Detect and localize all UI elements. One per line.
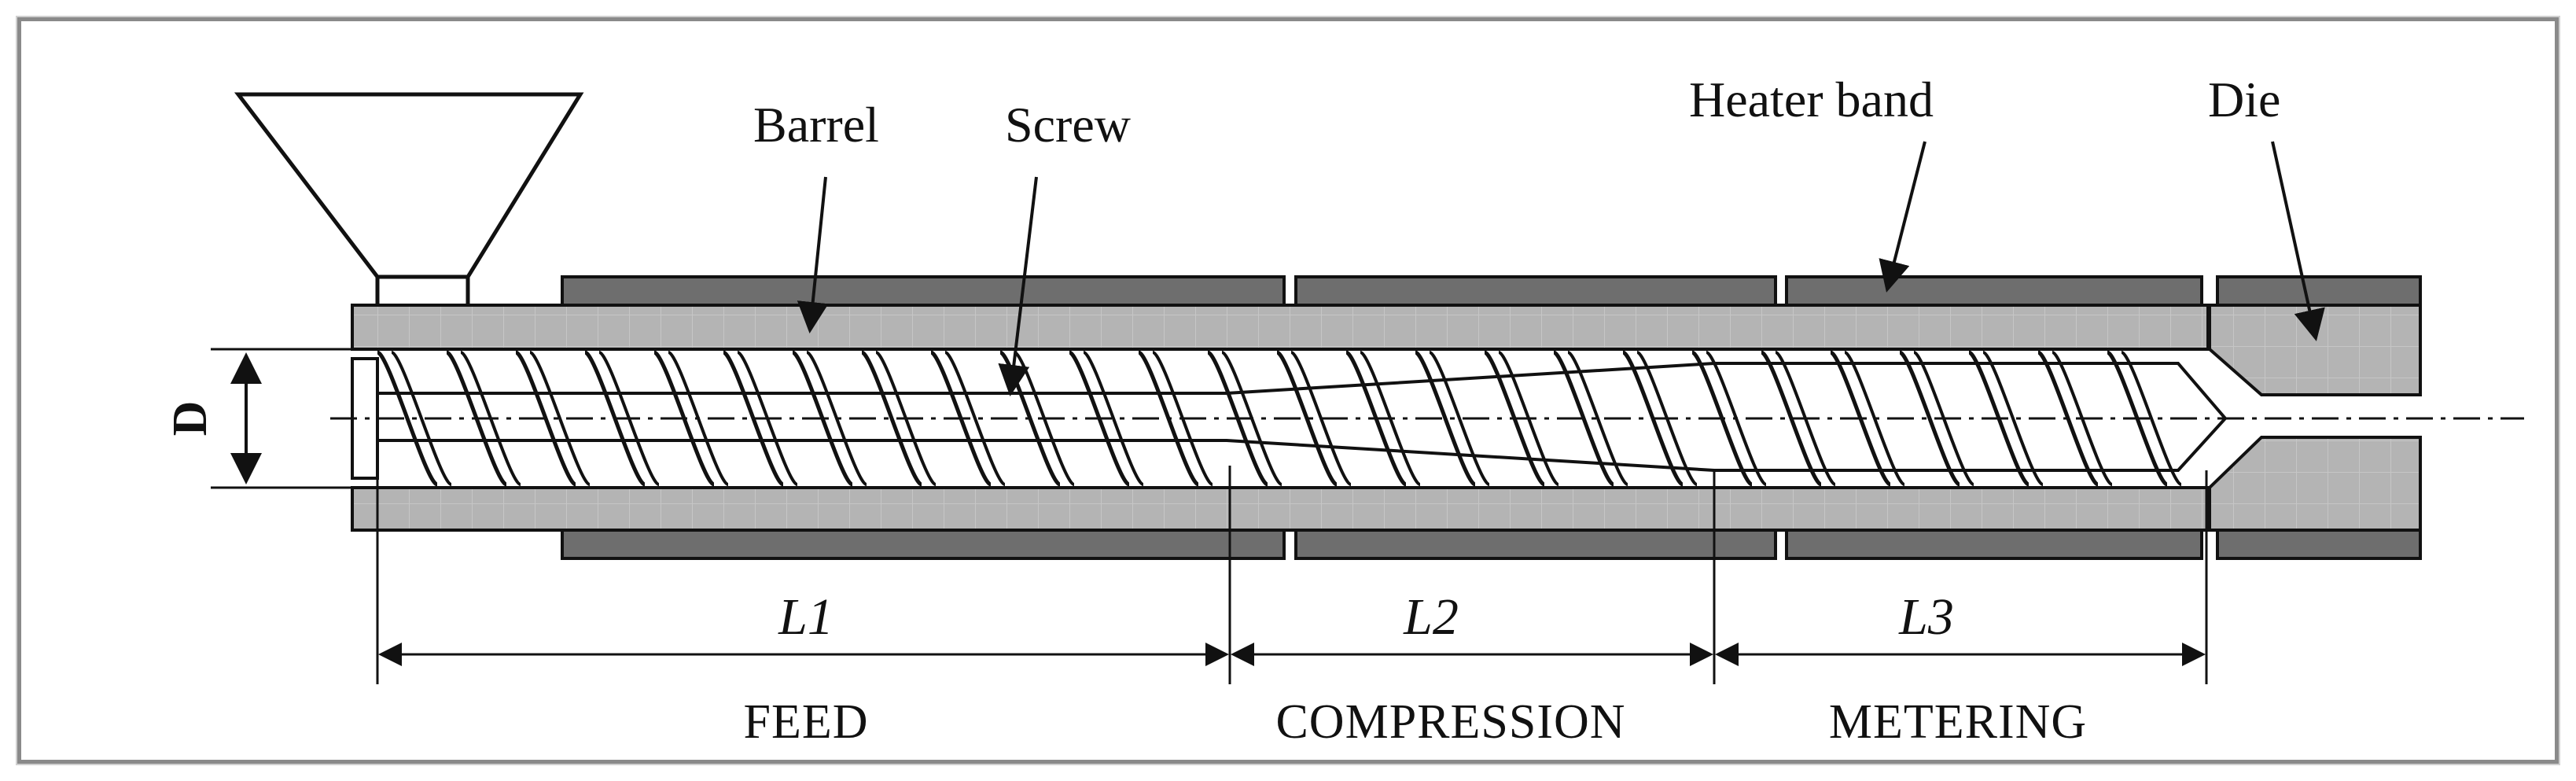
diameter-label: D: [164, 401, 217, 437]
heater-band-top-1: [561, 275, 1286, 307]
screw-flight: [1760, 350, 1823, 487]
zone-compression-label: COMPRESSION: [1275, 695, 1625, 749]
screw-flight-edge: [944, 351, 1006, 486]
screw-flight: [1275, 350, 1338, 487]
heater-band-top-2: [1294, 275, 1777, 307]
screw-flight: [1414, 350, 1477, 487]
heater-band-label: Heater band: [1689, 72, 1934, 127]
heater-bands: [561, 275, 2422, 560]
heater-band-bottom-3: [1785, 529, 2203, 560]
screw-flight-edge: [1428, 351, 1491, 486]
screw-flight-edge: [390, 351, 453, 486]
screw-flight: [1552, 350, 1615, 487]
l3-label: L3: [1898, 588, 1954, 646]
screw-label: Screw: [1005, 97, 1131, 153]
zone-feed-label: FEED: [744, 695, 869, 749]
heater-band-bottom-4: [2216, 529, 2422, 560]
die-label: Die: [2208, 72, 2280, 127]
screw-flight: [722, 350, 785, 487]
diameter-dimension: [211, 348, 354, 489]
hopper: [234, 92, 584, 334]
l2-label: L2: [1403, 588, 1459, 646]
screw-flight: [2037, 350, 2099, 487]
screw-flight: [1898, 350, 1961, 487]
zone-metering-label: METERING: [1829, 695, 2087, 749]
heater-band-bottom-1: [561, 529, 1286, 560]
screw-flight-edge: [528, 351, 591, 486]
screw-flight-edge: [1982, 351, 2044, 486]
screw-flight: [376, 350, 439, 487]
screw-flight-edge: [1082, 351, 1145, 486]
screw-flight-edge: [2120, 351, 2183, 486]
callout-leaders: [797, 141, 2325, 396]
screw-flight-edge: [1566, 351, 1629, 486]
zone-extension-lines: [376, 466, 2208, 684]
die: [2208, 304, 2422, 532]
heater-band-bottom-2: [1294, 529, 1777, 560]
barrel-label: Barrel: [753, 97, 879, 153]
heater-band-top-3: [1785, 275, 2203, 307]
screw-flight: [860, 350, 923, 487]
heater-band-top-4: [2216, 275, 2422, 307]
l1-label: L1: [778, 588, 834, 646]
